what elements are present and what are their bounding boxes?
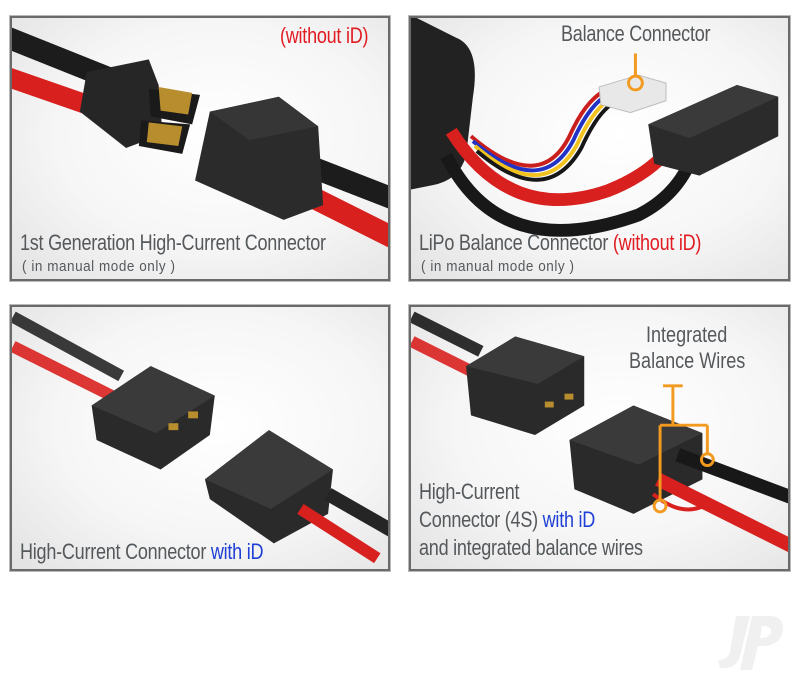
high-current-id-connector-illustration <box>12 311 388 564</box>
integrated-balance-wires-callout-line1: Integrated <box>646 322 728 347</box>
panel-1st-gen-connector: 1st Generation High-Current Connector ( … <box>9 15 391 282</box>
panel-lipo-balance-connector: Balance Connector LiPo Balance Connector… <box>408 15 791 282</box>
4s-connector-illustration <box>411 311 788 553</box>
panel-high-current-with-id: High-Current Connector with iD <box>9 304 391 572</box>
panel-4s-connector-balance-wires: Integrated Balance Wires High-Current Co… <box>408 304 791 572</box>
without-id-badge: (without iD) <box>280 23 369 48</box>
balance-connector-callout: Balance Connector <box>561 21 711 46</box>
panel-title-line1: High-Current <box>419 479 520 504</box>
lipo-balance-connector-illustration <box>411 18 779 237</box>
first-gen-connector-illustration <box>12 27 388 248</box>
jp-logo-icon <box>718 616 783 670</box>
panel-title-text: LiPo Balance Connector <box>419 230 609 255</box>
panel-title: LiPo Balance Connector (without iD) <box>419 230 701 256</box>
without-id-label: (without iD) <box>612 230 702 255</box>
panel-title-line2: Connector (4S) with iD <box>419 507 595 533</box>
panel-subtitle: ( in manual mode only ) <box>22 258 176 275</box>
integrated-balance-wires-callout-line2: Balance Wires <box>629 348 746 373</box>
with-id-label: with iD <box>542 507 596 532</box>
with-id-label: with iD <box>210 539 264 564</box>
panel-subtitle: ( in manual mode only ) <box>421 258 575 275</box>
panel-title-line3: and integrated balance wires <box>419 535 643 560</box>
panel-title-text: Connector (4S) <box>419 507 538 532</box>
panel-title: 1st Generation High-Current Connector <box>20 230 326 255</box>
panel-title: High-Current Connector with iD <box>20 539 264 565</box>
panel-title-text: High-Current Connector <box>20 539 207 564</box>
